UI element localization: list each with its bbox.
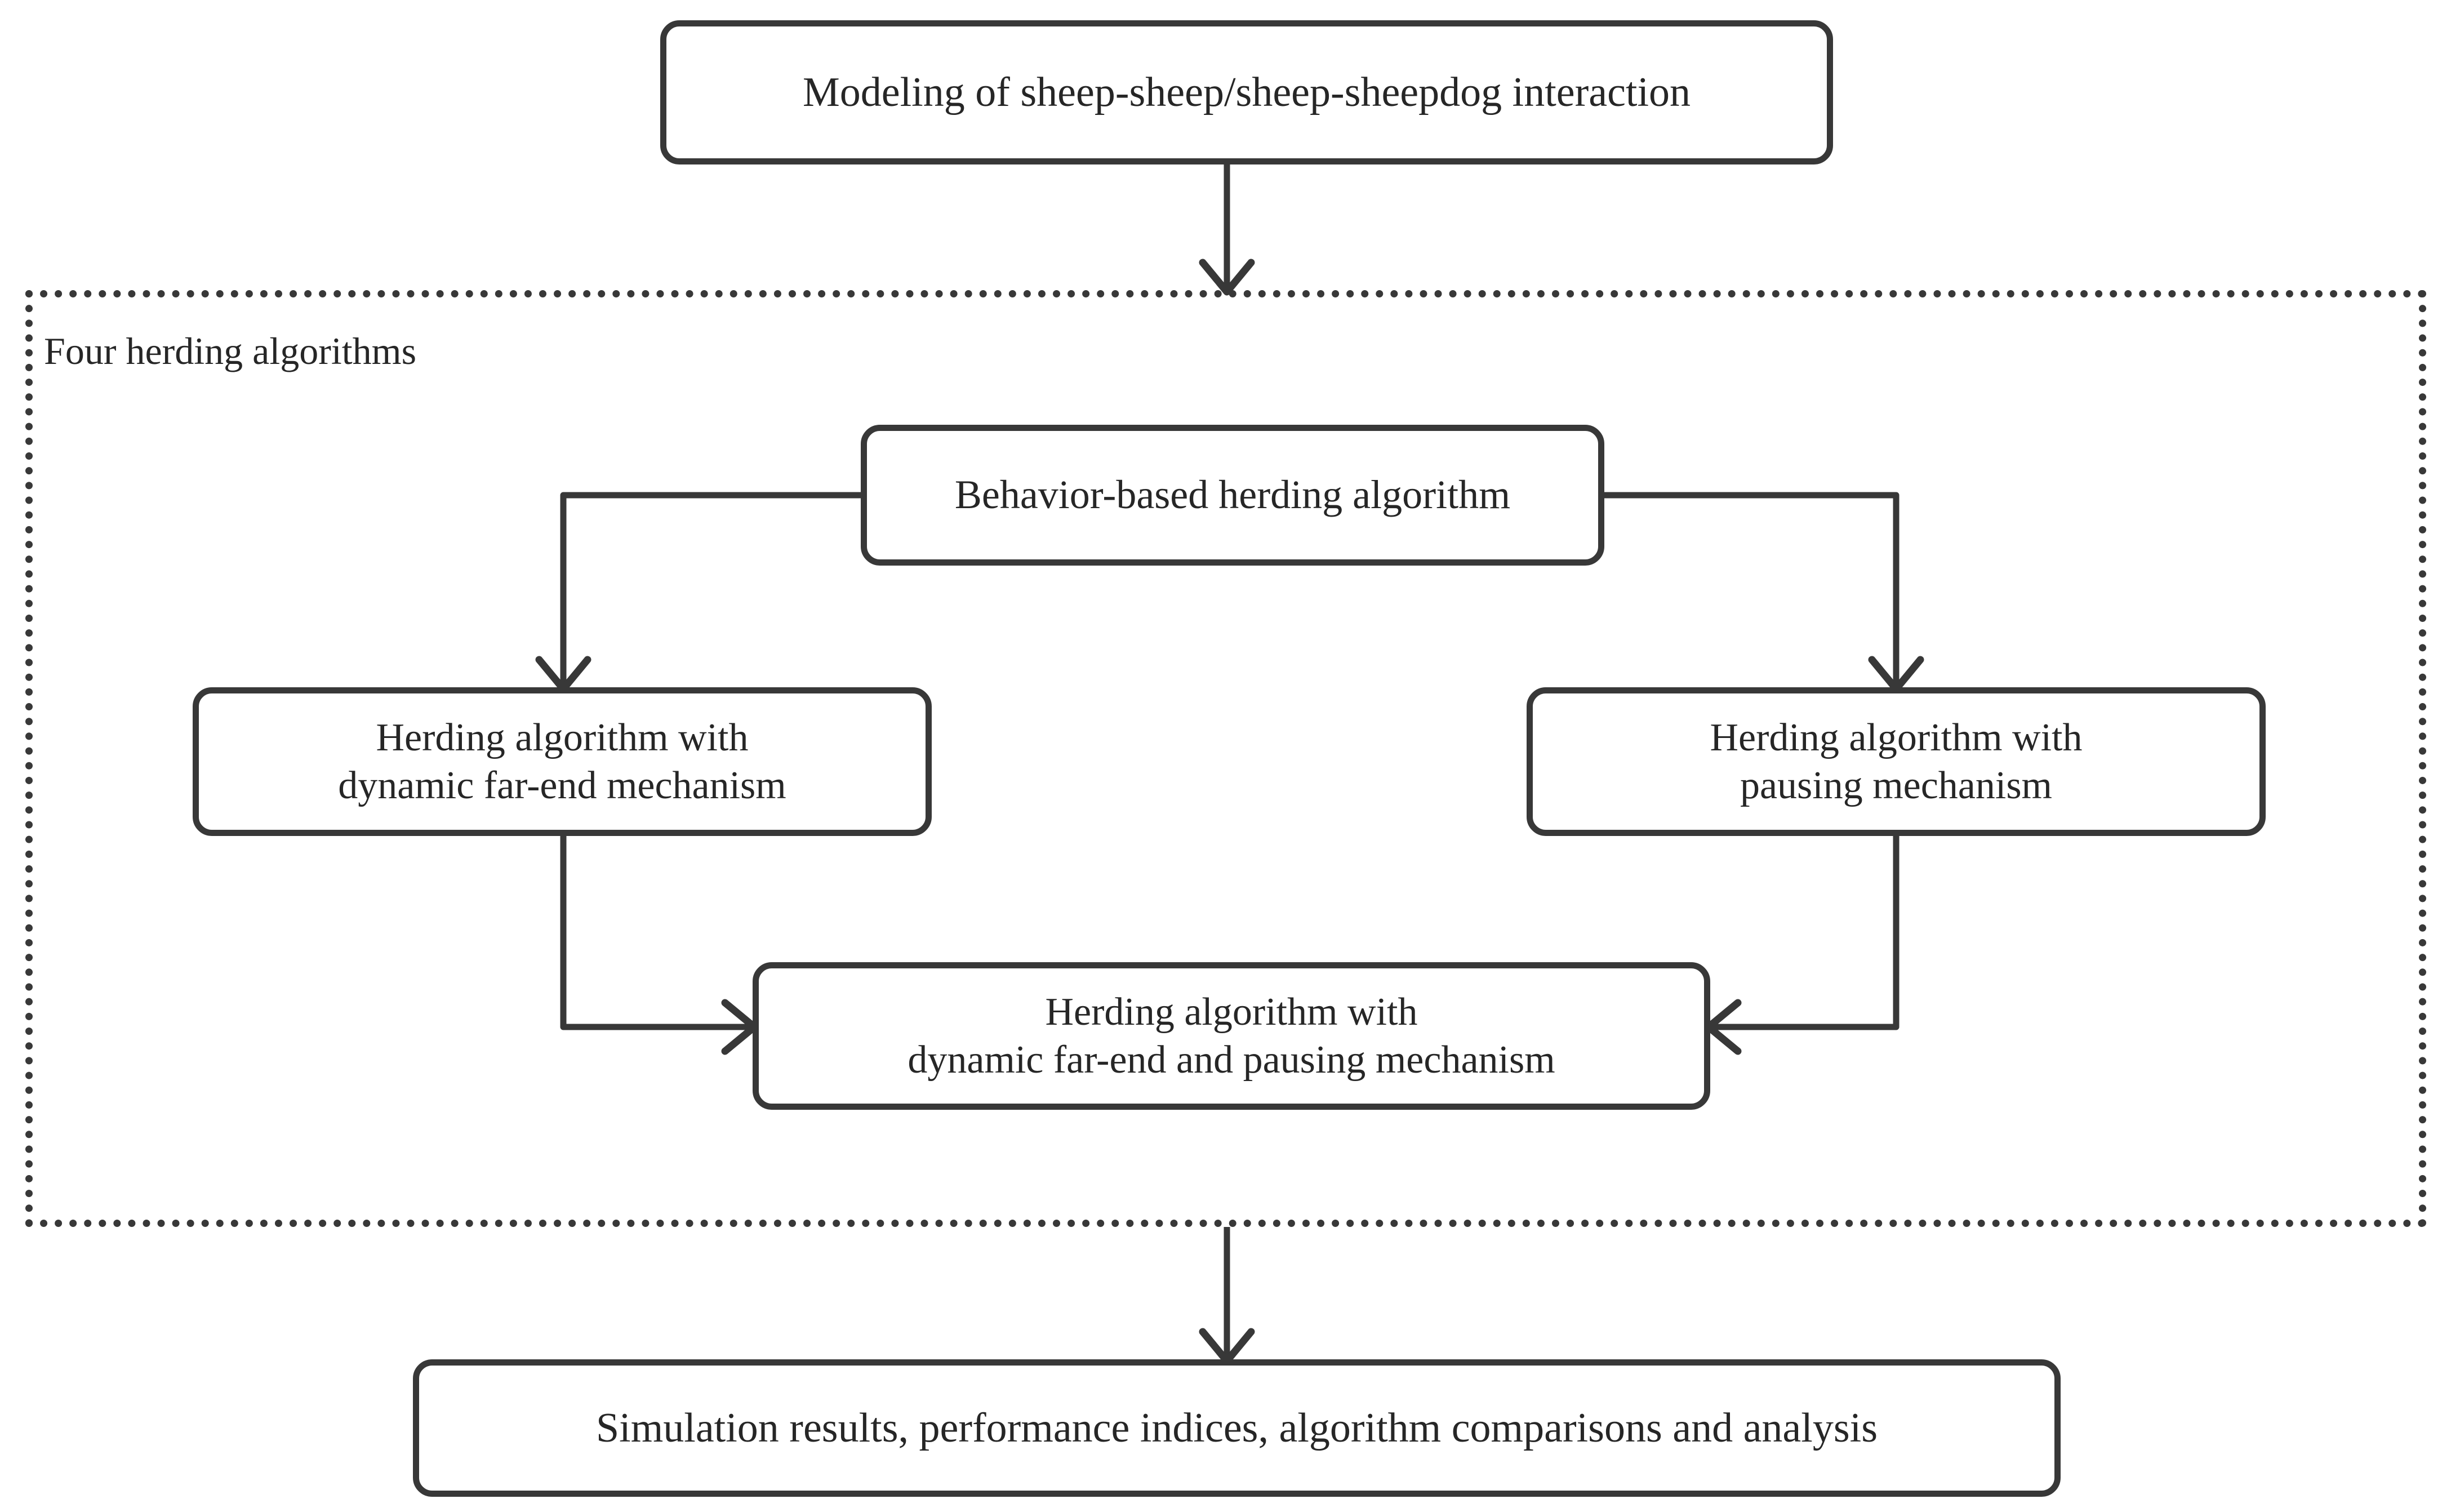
node-dynamic-far-end-algorithm[interactable]: Herding algorithm with dynamic far-end m… <box>193 687 932 836</box>
node-combined-algorithm[interactable]: Herding algorithm with dynamic far-end a… <box>753 962 1710 1110</box>
node-modeling-interaction-label: Modeling of sheep-sheep/sheep-sheepdog i… <box>802 69 1691 115</box>
node-simulation-results[interactable]: Simulation results, performance indices,… <box>413 1359 2061 1497</box>
node-modeling-interaction[interactable]: Modeling of sheep-sheep/sheep-sheepdog i… <box>660 20 1833 164</box>
group-four-herding-algorithms-label: Four herding algorithms <box>44 330 417 372</box>
node-simulation-results-label: Simulation results, performance indices,… <box>596 1404 1878 1451</box>
node-dynamic-far-end-algorithm-label: Herding algorithm with dynamic far-end m… <box>338 715 786 807</box>
node-behavior-based-algorithm[interactable]: Behavior-based herding algorithm <box>861 425 1604 566</box>
edge-title-to-group <box>1199 164 1255 296</box>
node-combined-algorithm-label: Herding algorithm with dynamic far-end a… <box>908 990 1555 1082</box>
node-pausing-algorithm[interactable]: Herding algorithm with pausing mechanism <box>1527 687 2266 836</box>
edge-group-to-results <box>1199 1227 1255 1365</box>
node-behavior-based-algorithm-label: Behavior-based herding algorithm <box>954 472 1511 518</box>
node-pausing-algorithm-label: Herding algorithm with pausing mechanism <box>1710 715 2083 807</box>
group-four-herding-algorithms <box>25 290 2426 1227</box>
